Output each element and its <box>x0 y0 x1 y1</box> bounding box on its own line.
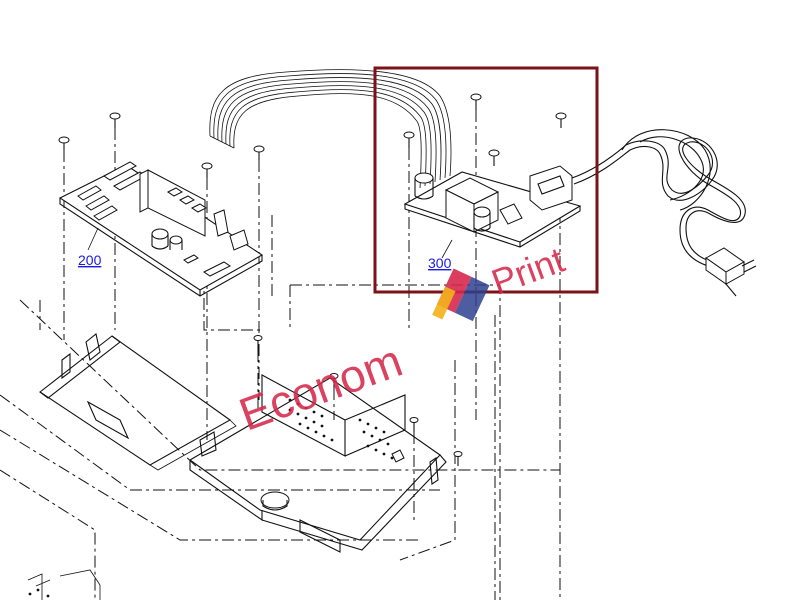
screw-icon <box>453 451 463 466</box>
screw-icon <box>403 131 415 330</box>
chassis-plate-main <box>188 335 463 553</box>
partial-assembly-bottom <box>27 569 101 600</box>
ribbon-cable <box>209 69 452 189</box>
watermark: Econom Print <box>232 239 569 441</box>
screw-icon <box>253 145 265 400</box>
screws-left-board <box>58 112 265 440</box>
screw-icon <box>470 93 482 420</box>
screw-icon <box>488 149 500 166</box>
screws-right-board <box>403 93 567 420</box>
power-cord <box>571 129 757 297</box>
chassis-plate-left <box>39 333 237 471</box>
watermark-logo-icon <box>432 268 490 322</box>
main-board-200 <box>58 161 264 297</box>
callout-200-link[interactable]: 200 <box>78 252 102 268</box>
screw-icon <box>555 112 567 128</box>
screw-icon <box>201 162 213 440</box>
vent-holes <box>288 398 394 460</box>
screw-icon <box>329 373 339 388</box>
screw-icon <box>409 417 419 432</box>
power-board-300 <box>403 165 582 259</box>
screw-icon <box>58 136 70 340</box>
screw-icon <box>253 335 263 350</box>
callout-300-link[interactable]: 300 <box>428 255 452 271</box>
